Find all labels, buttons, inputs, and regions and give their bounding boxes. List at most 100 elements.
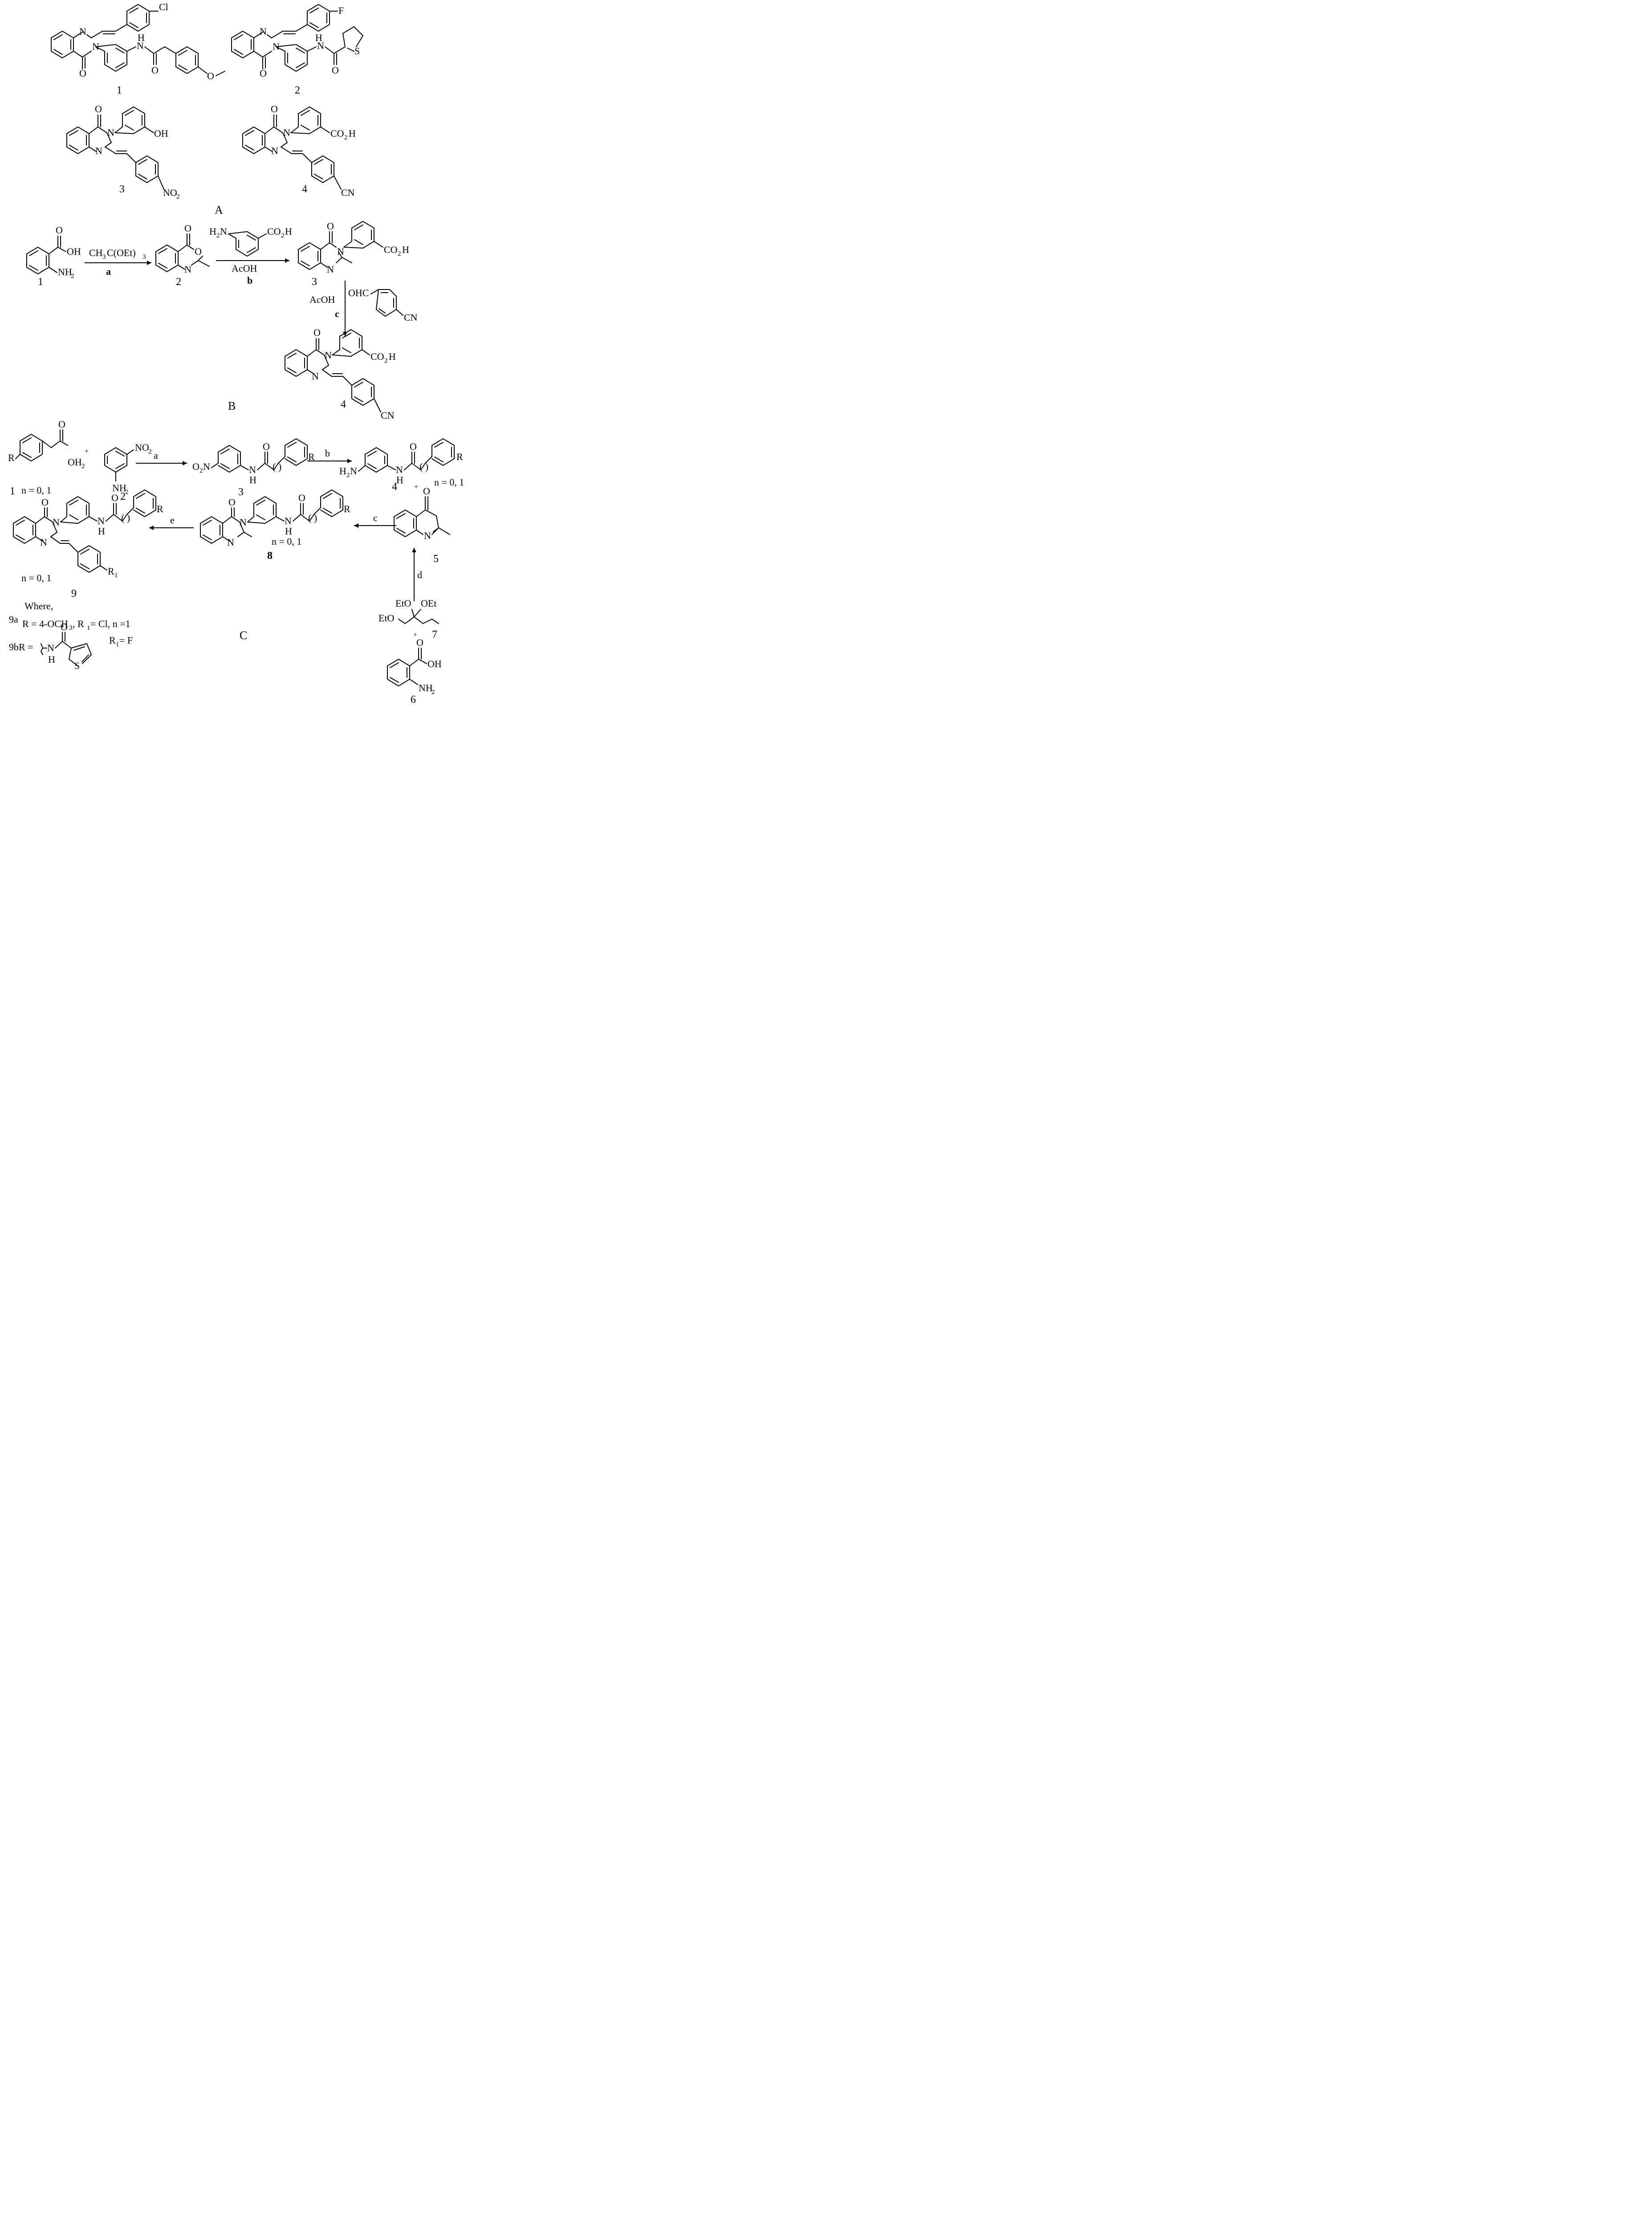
c-step-c-label: c: [373, 512, 378, 523]
compound-a3: O N N OH NO 2 3: [66, 103, 180, 200]
step-c-arrow: AcOH c OHC CN: [309, 281, 418, 336]
a4-ring-n3: N: [283, 127, 290, 138]
compound-a4: O N N CO 2 H CN 4: [242, 103, 356, 198]
b3-carboxyl-sub: 2: [398, 250, 401, 257]
reaction-scheme-figure: N N O Cl N H O O 1: [8, 1, 464, 705]
c9-r-group: R: [157, 503, 163, 514]
step-c-label: c: [335, 308, 339, 319]
c6-hydroxyl: OH: [427, 658, 442, 669]
compound-c4: H 2 N N H O ( ) R 4 + n = 0, 1: [339, 438, 464, 493]
compound-b3: O N N CO 2 H 3: [298, 220, 409, 288]
a1-methoxy-oxygen: O: [207, 70, 214, 82]
a2-compound-number: 2: [295, 85, 300, 96]
a3-compound-number: 3: [119, 184, 125, 195]
c9-compound-number: 9: [71, 588, 77, 600]
compound-b1: O OH NH 2 1: [26, 224, 81, 288]
a2-amide-oxygen: O: [332, 65, 339, 76]
c1-oh-subscript: 2: [81, 463, 85, 470]
c4-amine-sub: 2: [346, 472, 350, 479]
where-label: Where,: [24, 600, 53, 612]
b2-ring-nitrogen: N: [184, 264, 191, 275]
c9-amide-nitrogen: N: [98, 515, 105, 526]
compound-c3: O 2 N N H O ( ) R 3: [192, 438, 315, 498]
c2-nitro-main: NO: [135, 442, 149, 453]
c6-amino-subscript: 2: [431, 689, 435, 696]
c9-ring-n3: N: [53, 517, 60, 528]
a3-nitro-subscript: 2: [176, 193, 180, 200]
reagent-a-sub1: 3: [102, 253, 106, 261]
b1-carbonyl-oxygen: O: [56, 224, 63, 236]
c9a-r-text: R = 4-OCH: [22, 618, 68, 629]
c6-compound-number: 6: [411, 694, 416, 705]
c9-amide-hydrogen: H: [98, 526, 105, 537]
c-step-d-label: d: [417, 569, 422, 580]
a2-quinazolinone-oxygen: O: [260, 68, 267, 79]
reagent-c-cyano: CN: [404, 312, 418, 323]
panel-c: R O OH 2 + 1 n = 0, 1 NO 2 NH 2 2 a: [8, 419, 464, 705]
b1-amino-subscript: 2: [71, 273, 74, 280]
c9-amide-oxygen: O: [111, 492, 118, 503]
c7-plus-sign: +: [413, 631, 417, 639]
c3-nitro-subscript: 2: [199, 467, 203, 474]
b2-ring-oxygen: O: [195, 246, 202, 257]
c1-carbonyl-oxygen: O: [58, 419, 65, 430]
a1-amide-nitrogen: N: [137, 40, 144, 51]
b3-ring-n1: N: [327, 264, 334, 275]
a3-carbonyl-oxygen: O: [95, 103, 102, 114]
b3-carboxyl-tail: H: [402, 244, 409, 255]
c2-amino-subscript: 2: [125, 489, 129, 496]
c7-compound-number: 7: [432, 629, 437, 640]
c4-r-group: R: [456, 451, 463, 462]
c2-compound-number: 2: [120, 491, 126, 502]
c3-amide-hydrogen: H: [249, 474, 256, 485]
reagent-b-amine-sub: 2: [216, 232, 220, 239]
a2-ring-n3: N: [273, 41, 280, 52]
c4-amine-h: H: [339, 465, 346, 477]
c8-ring-n3: N: [240, 517, 247, 528]
c5-carbonyl-oxygen: O: [423, 485, 430, 497]
reagent-b-solvent: AcOH: [232, 263, 257, 274]
panel-b: O OH NH 2 1 CH 3 C(OEt) 3 a O O N 2: [26, 220, 418, 421]
c1-plus-sign: +: [85, 448, 89, 455]
c9a-label: 9a: [9, 614, 18, 625]
c9-n-note: n = 0, 1: [21, 572, 51, 583]
a1-compound-number: 1: [117, 85, 122, 96]
c-step-a-label: a: [154, 450, 158, 461]
c-step-e-label: e: [170, 514, 175, 526]
c3-r-group: R: [308, 451, 315, 462]
b4-carboxyl-sub: 2: [384, 357, 388, 364]
a3-hydroxyl: OH: [154, 128, 168, 139]
a3-nitro-main: NO: [163, 187, 177, 198]
a3-ring-n1: N: [95, 145, 102, 156]
b1-amino-main: NH: [58, 266, 72, 277]
a2-amide-nitrogen: N: [317, 40, 324, 51]
c8-carbonyl-oxygen: O: [228, 497, 236, 508]
c7-ethoxy-left: EtO: [378, 612, 394, 624]
reagent-b-amine-n: N: [220, 226, 227, 237]
reagent-c-aldehyde-ohc: OHC: [348, 287, 369, 298]
b4-compound-number: 4: [341, 399, 346, 410]
panel-b-label: B: [228, 400, 236, 412]
c9b-sulfur: S: [74, 660, 80, 671]
compound-c6: O OH NH 2 6: [387, 637, 442, 705]
c1-compound-number: 1: [10, 485, 15, 497]
c1-n-note: n = 0, 1: [21, 485, 51, 496]
c4-amide-hydrogen: H: [396, 474, 403, 485]
a1-amide-hydrogen: H: [138, 32, 145, 43]
step-a-label: a: [106, 266, 111, 277]
compound-a1: N N O Cl N H O O 1: [51, 1, 225, 96]
compound-b4: O N N CO 2 H CN 4: [285, 327, 396, 421]
b3-carboxyl-main: CO: [384, 244, 398, 255]
c7-ethoxy-right: OEt: [421, 598, 436, 609]
a2-amide-hydrogen: H: [315, 32, 322, 43]
c9a-sub1: 1: [87, 624, 90, 632]
compound-c2: NO 2 NH 2 2: [104, 442, 152, 502]
a4-carboxyl-hydrogen: H: [349, 128, 356, 139]
a1-chloro-substituent: Cl: [159, 1, 168, 12]
compound-c5: O N 5: [394, 485, 450, 565]
b3-ring-n3: N: [337, 246, 344, 257]
c5-ring-nitrogen: N: [424, 530, 431, 541]
reagent-a-sub2: 3: [142, 253, 146, 261]
b4-ring-n3: N: [325, 350, 332, 361]
c3-linker-parentheses: ( ): [273, 461, 281, 472]
